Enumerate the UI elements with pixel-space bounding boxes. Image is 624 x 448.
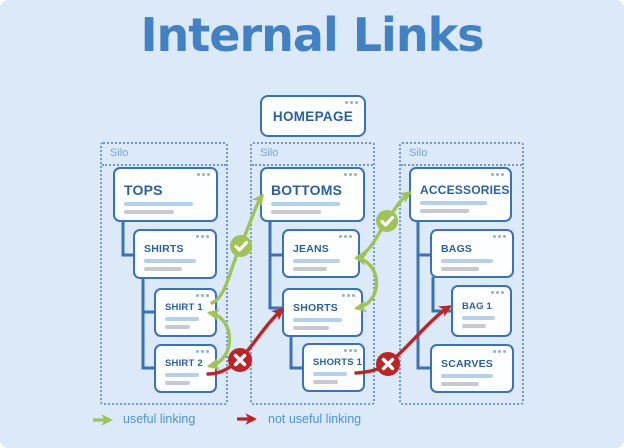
- text-line-placeholder: [144, 259, 196, 263]
- text-line-placeholder: [441, 266, 479, 271]
- page-box-bags: BAGS: [430, 229, 514, 278]
- page-box-homepage: HOMEPAGE: [260, 95, 366, 137]
- text-line-placeholder: [165, 381, 191, 385]
- page-box-shirt-2: SHIRT 2: [154, 344, 217, 393]
- page-box-tops: TOPS: [113, 167, 218, 222]
- window-dots-icon: [344, 349, 357, 352]
- text-line-placeholder: [271, 201, 340, 206]
- window-dots-icon: [196, 235, 209, 238]
- legend-not-useful-label: not useful linking: [268, 412, 362, 426]
- window-dots-icon: [339, 235, 352, 238]
- page-title-accessories: ACCESSORIES: [420, 182, 510, 197]
- page-box-bottoms: BOTTOMS: [260, 167, 365, 222]
- cross-badge: [228, 348, 252, 372]
- text-line-placeholder: [420, 208, 470, 213]
- window-dots-icon: [491, 291, 504, 294]
- silo-label: Silo: [102, 144, 226, 166]
- window-dots-icon: [345, 101, 358, 104]
- window-dots-icon: [197, 173, 210, 176]
- page-box-shorts: SHORTS: [282, 288, 363, 337]
- window-dots-icon: [196, 294, 209, 297]
- page-title-shirts: SHIRTS: [144, 243, 184, 255]
- page-title-bags: BAGS: [441, 242, 473, 255]
- cross-badge: [376, 352, 400, 376]
- page-title-bottoms: BOTTOMS: [271, 181, 343, 198]
- page-title-shorts: SHORTS: [293, 301, 338, 314]
- page-box-shirts: SHIRTS: [133, 229, 217, 279]
- page-box-accessories: ACCESSORIES: [409, 167, 512, 222]
- legend-useful-label: useful linking: [123, 412, 196, 426]
- window-dots-icon: [344, 173, 357, 176]
- silo-label: Silo: [252, 144, 373, 166]
- text-line-placeholder: [293, 317, 343, 322]
- page-box-shirt-1: SHIRT 1: [154, 288, 217, 337]
- text-line-placeholder: [165, 317, 200, 321]
- page-title-shirt-2: SHIRT 2: [165, 358, 203, 369]
- text-line-placeholder: [462, 315, 495, 320]
- page-title-jeans: JEANS: [293, 242, 330, 255]
- window-dots-icon: [491, 173, 504, 176]
- text-line-placeholder: [124, 209, 175, 214]
- text-line-placeholder: [165, 373, 200, 377]
- text-line-placeholder: [441, 258, 493, 263]
- silo-container-accessories: Silo: [399, 142, 524, 405]
- checkmark-badge: [376, 210, 398, 232]
- window-dots-icon: [493, 235, 506, 238]
- silo-label: Silo: [401, 144, 522, 166]
- page-title-tops: TOPS: [124, 181, 163, 198]
- text-line-placeholder: [441, 381, 479, 386]
- page-title: Internal Links: [140, 8, 484, 62]
- text-line-placeholder: [271, 209, 322, 214]
- text-line-placeholder: [441, 373, 493, 378]
- page-title-bag-1: BAG 1: [462, 300, 493, 312]
- homepage-label: HOMEPAGE: [272, 108, 354, 124]
- checkmark-badge: [230, 235, 252, 257]
- page-box-bag-1: BAG 1: [451, 285, 512, 337]
- text-line-placeholder: [293, 258, 340, 263]
- text-line-placeholder: [165, 325, 191, 329]
- window-dots-icon: [493, 350, 506, 353]
- page-box-shorts-1: SHORTS 1: [302, 343, 365, 392]
- text-line-placeholder: [462, 323, 486, 328]
- page-box-jeans: JEANS: [282, 229, 360, 278]
- window-dots-icon: [342, 294, 355, 297]
- text-line-placeholder: [313, 380, 339, 384]
- text-line-placeholder: [293, 266, 328, 271]
- text-line-placeholder: [313, 372, 348, 376]
- page-title-shorts-1: SHORTS 1: [313, 357, 363, 368]
- window-dots-icon: [196, 350, 209, 353]
- page-title-scarves: SCARVES: [441, 357, 493, 370]
- text-line-placeholder: [293, 325, 329, 330]
- text-line-placeholder: [124, 201, 193, 206]
- page-box-scarves: SCARVES: [430, 344, 514, 393]
- page-title-shirt-1: SHIRT 1: [165, 302, 203, 313]
- text-line-placeholder: [420, 200, 488, 205]
- text-line-placeholder: [144, 267, 182, 271]
